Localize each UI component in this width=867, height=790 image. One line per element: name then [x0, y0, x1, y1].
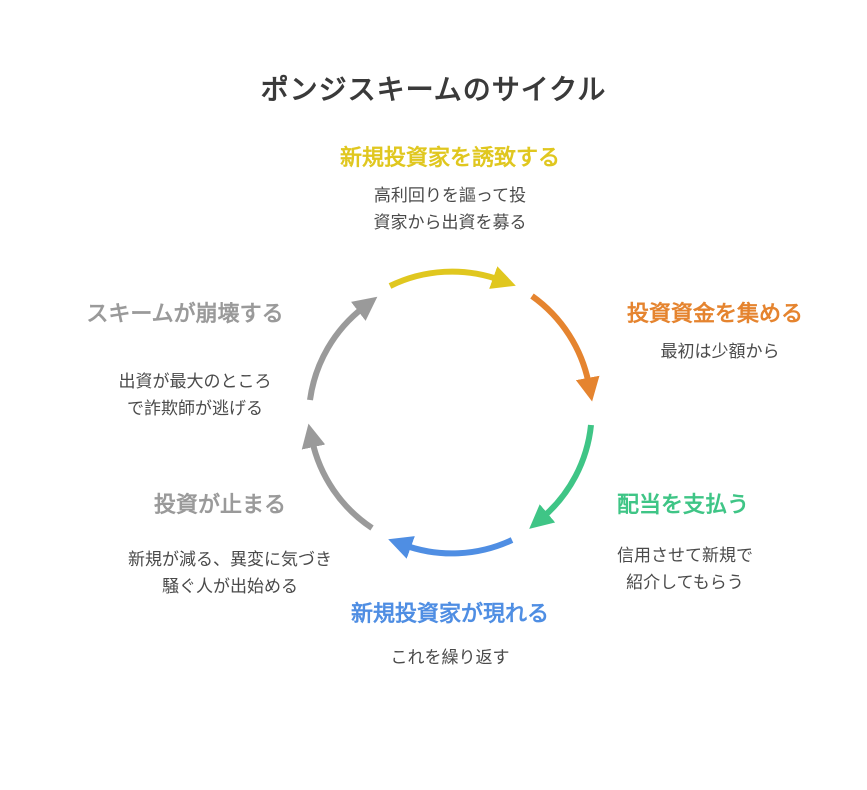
step-desc-attract-investors: 高利回りを謳って投 資家から出資を募る — [300, 183, 600, 237]
step-desc-line: 最初は少額から — [660, 342, 780, 362]
step-title-investment-stops: 投資が止まる — [153, 493, 286, 518]
step-desc-line: 紹介してもらう — [626, 573, 744, 593]
arrow-attract-to-collect — [388, 266, 516, 289]
step-desc-line: 資家から出資を募る — [373, 213, 527, 233]
step-desc-pay-dividends: 信用させて新規で 紹介してもらう — [585, 543, 785, 597]
arrow-collapse-to-attract — [307, 296, 378, 401]
step-desc-scheme-collapses: 出資が最大のところ で詐欺師が逃げる — [70, 369, 320, 423]
step-desc-line: 高利回りを謳って投 — [373, 186, 527, 206]
step-title-new-investors-appear: 新規投資家が現れる — [350, 602, 549, 627]
step-desc-collect-funds: 最初は少額から — [610, 339, 830, 366]
arrow-stop-to-collapse — [301, 423, 374, 531]
step-desc-line: で詐欺師が逃げる — [127, 399, 263, 419]
step-title-scheme-collapses: スキームが崩壊する — [86, 302, 284, 327]
step-desc-investment-stops: 新規が減る、異変に気づき 騒ぐ人が出始める — [80, 547, 380, 601]
step-desc-new-investors-appear: これを繰り返す — [330, 645, 570, 672]
step-title-attract-investors: 新規投資家を誘致する — [339, 146, 560, 171]
step-title-pay-dividends: 配当を支払う — [616, 493, 749, 518]
step-desc-line: 新規が減る、異変に気づき — [128, 550, 332, 570]
step-desc-line: これを繰り返す — [390, 648, 510, 668]
arrow-collect-to-pay — [530, 293, 600, 402]
arrow-pay-to-new — [529, 424, 594, 529]
step-desc-line: 騒ぐ人が出始める — [162, 577, 298, 597]
arrow-new-to-stop — [388, 536, 514, 559]
step-desc-line: 信用させて新規で — [617, 546, 753, 566]
diagram-title: ポンジスキームのサイクル — [260, 73, 607, 106]
step-title-collect-funds: 投資資金を集める — [626, 302, 803, 327]
step-desc-line: 出資が最大のところ — [118, 372, 272, 392]
